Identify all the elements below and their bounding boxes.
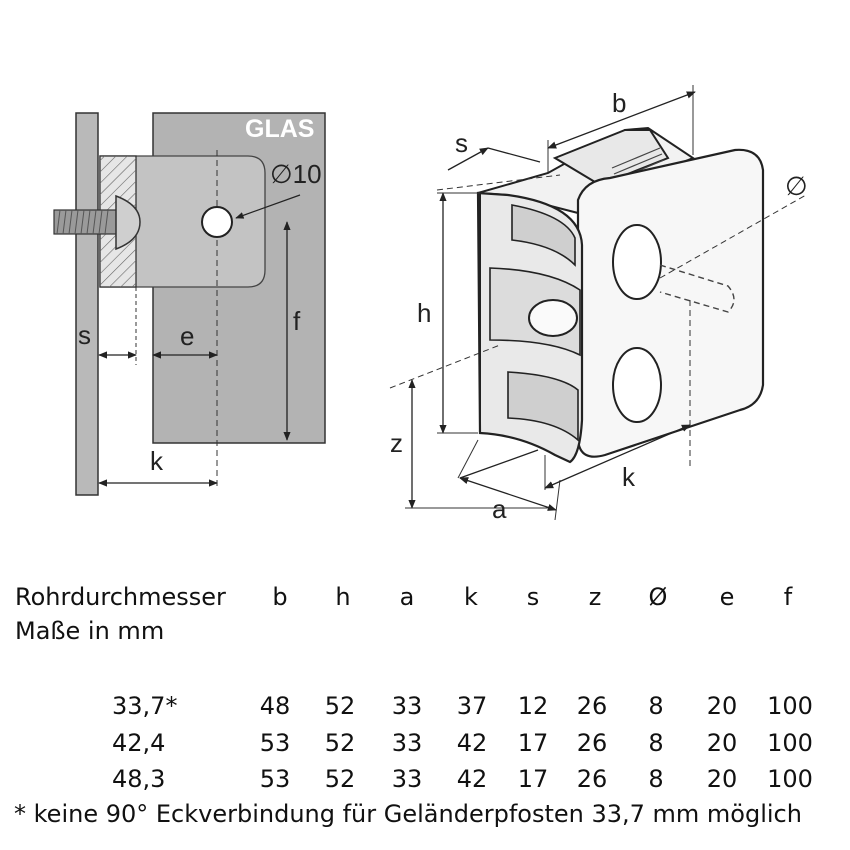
dim-a-line <box>459 477 557 511</box>
post-wall <box>75 112 99 496</box>
dim-z-label: z <box>390 428 403 458</box>
cell-k: 37 <box>456 692 488 720</box>
cell-f: 100 <box>767 765 813 793</box>
mount-hole-upper <box>612 224 662 300</box>
glass-label: GLAS <box>245 115 314 143</box>
cell-f: 100 <box>767 729 813 757</box>
glass-hole <box>201 206 233 238</box>
cell-a: 33 <box>391 729 423 757</box>
dim-s-line-right <box>487 147 541 163</box>
dim-k-line-right <box>544 424 691 489</box>
cell-b: 53 <box>259 729 291 757</box>
cell-diameter: 8 <box>648 692 664 720</box>
col-header-diameter: Ø <box>648 583 668 611</box>
dim-diameter-label: ∅ <box>785 171 808 201</box>
col-header-k: k <box>464 583 478 611</box>
cell-s: 17 <box>517 729 549 757</box>
dim-b-label: b <box>612 88 626 118</box>
cell-diameter: 8 <box>648 765 664 793</box>
cell-h: 52 <box>324 765 356 793</box>
clamp-right-face <box>576 148 765 458</box>
footnote: * keine 90° Eckverbindung für Geländerpf… <box>14 800 802 828</box>
dim-s-label-right: s <box>455 128 468 158</box>
dim-a-label: a <box>492 494 507 524</box>
pin <box>659 264 735 313</box>
mount-hole-lower <box>612 347 662 423</box>
col-header-f: f <box>783 583 793 611</box>
row-name: 42,4 <box>112 729 166 757</box>
cell-h: 52 <box>324 692 356 720</box>
cell-a: 33 <box>391 692 423 720</box>
dim-k-label-right: k <box>622 462 636 492</box>
dim-h-label: h <box>417 298 431 328</box>
col-header-s: s <box>526 583 540 611</box>
cell-b: 48 <box>259 692 291 720</box>
hole-diameter-label: ∅10 <box>270 159 322 189</box>
unit-note: Maße in mm <box>15 617 165 645</box>
cell-s: 17 <box>517 765 549 793</box>
col-header-b: b <box>272 583 288 611</box>
dim-s-label: s <box>78 320 91 350</box>
cell-b: 53 <box>259 765 291 793</box>
cell-h: 52 <box>324 729 356 757</box>
hole-leader <box>235 194 301 219</box>
isometric-view: ∅ b s h z a k <box>389 85 808 524</box>
col-header-a: a <box>399 583 415 611</box>
centerline-upper <box>436 174 561 191</box>
cell-z: 26 <box>576 729 608 757</box>
saddle-groove-top <box>511 204 576 267</box>
row-name: 48,3 <box>112 765 166 793</box>
cell-e: 20 <box>706 692 738 720</box>
col-header-z: z <box>588 583 602 611</box>
cell-a: 33 <box>391 765 423 793</box>
col-header-e: e <box>719 583 735 611</box>
saddle-screw-hole <box>528 299 578 337</box>
cell-k: 42 <box>456 729 488 757</box>
dim-e-label: e <box>180 321 194 351</box>
cell-diameter: 8 <box>648 729 664 757</box>
cell-e: 20 <box>706 729 738 757</box>
cell-e: 20 <box>706 765 738 793</box>
cell-z: 26 <box>576 692 608 720</box>
dim-f-label: f <box>293 306 301 336</box>
section-view: GLAS ∅10 f s <box>53 112 326 496</box>
header-pipe-diameter: Rohrdurchmesser <box>15 583 226 611</box>
cell-z: 26 <box>576 765 608 793</box>
dim-k-label: k <box>150 446 164 476</box>
col-header-h: h <box>335 583 351 611</box>
clamp-outline <box>99 155 266 288</box>
cell-s: 12 <box>517 692 549 720</box>
screw <box>53 194 141 251</box>
dim-b-line <box>547 91 696 149</box>
cell-f: 100 <box>767 692 813 720</box>
pin-axis <box>659 194 807 279</box>
row-name: 33,7* <box>112 692 178 720</box>
cell-k: 42 <box>456 765 488 793</box>
